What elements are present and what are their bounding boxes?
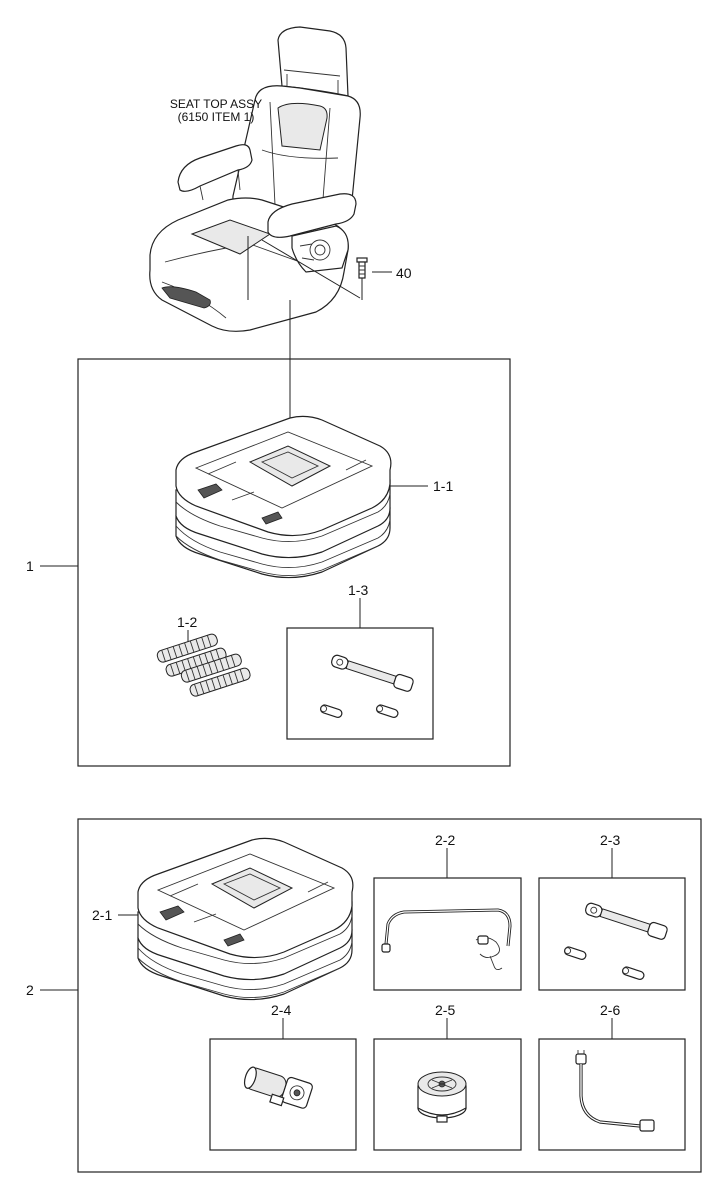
callout-2-5: 2-5 (435, 1002, 456, 1018)
callout-1-1: 1-1 (433, 478, 454, 494)
base-2-1-drawing (137, 837, 354, 1001)
seat-top-assy-title: SEAT TOP ASSY (169, 97, 263, 111)
callout-2-6: 2-6 (600, 1002, 621, 1018)
callout-2-1: 2-1 (92, 907, 113, 923)
harness-2-2-drawing (381, 908, 512, 971)
callout-40: 40 (396, 265, 412, 281)
callout-1-3: 1-3 (348, 582, 369, 598)
compressor-2-4-drawing (243, 1066, 313, 1109)
callout-2: 2 (26, 982, 34, 998)
callout-1: 1 (26, 558, 34, 574)
group-2-frame (77, 818, 702, 1173)
kit-2-2-frame (373, 877, 522, 991)
callout-2-4: 2-4 (271, 1002, 292, 1018)
cable-2-6-frame (538, 1038, 686, 1151)
bolt-40-drawing (356, 257, 392, 300)
callout-1-2: 1-2 (177, 614, 198, 630)
base-1-1-drawing (175, 415, 392, 579)
seat-top-assy-item-ref: (6150 ITEM 1) (177, 110, 255, 124)
cable-2-6-drawing (575, 1050, 655, 1132)
group-1-frame (77, 358, 511, 767)
seat-top-assy-drawing (149, 26, 361, 332)
kit-2-3-drawing (563, 902, 668, 980)
kit-1-3-drawing (319, 654, 414, 718)
callout-2-2: 2-2 (435, 832, 456, 848)
callout-2-3: 2-3 (600, 832, 621, 848)
springs-1-2-drawing (156, 630, 251, 697)
valve-2-5-drawing (417, 1071, 467, 1123)
